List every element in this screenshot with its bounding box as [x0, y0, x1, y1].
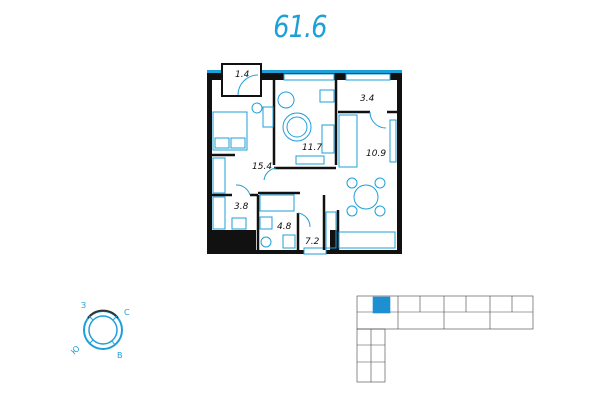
- area-label-living-room: 11.7: [302, 143, 322, 153]
- compass: З С Ю В: [69, 301, 130, 360]
- area-label-hallway: 7.2: [305, 237, 320, 247]
- furniture: [212, 74, 397, 249]
- highlighted-apartment: [372, 296, 391, 314]
- compass-north-label: С: [124, 308, 130, 317]
- compass-south-label: Ю: [69, 344, 82, 357]
- area-label-bathroom: 3.8: [234, 202, 249, 212]
- walls: [207, 63, 402, 255]
- building-minimap: [356, 295, 534, 383]
- total-area: 61.6: [273, 10, 327, 45]
- area-label-balcony-right: 3.4: [360, 94, 375, 104]
- area-label-toilet: 4.8: [277, 222, 292, 232]
- area-label-bedroom: 15.4: [252, 162, 272, 172]
- compass-west-label: З: [81, 301, 86, 310]
- area-label-balcony-left: 1.4: [235, 70, 250, 80]
- area-label-kitchen: 10.9: [366, 149, 386, 159]
- compass-east-label: В: [117, 351, 123, 360]
- area-labels: 1.4 3.4 11.7 10.9 15.4 3.8 4.8 7.2: [234, 70, 386, 247]
